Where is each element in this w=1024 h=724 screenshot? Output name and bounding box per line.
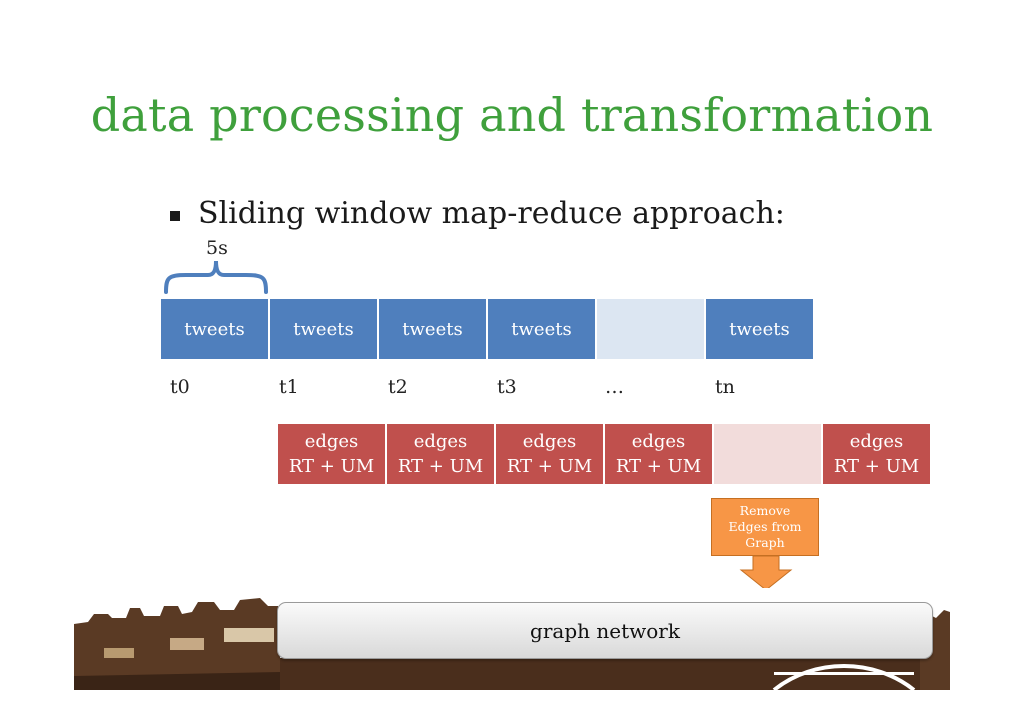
- down-arrow-icon: [739, 556, 793, 591]
- edges-block-title: edges: [413, 431, 468, 452]
- bullet-point: Sliding window map-reduce approach:: [170, 196, 785, 231]
- edges-block-title: edges: [849, 431, 904, 452]
- edges-block-subtitle: RT + UM: [397, 456, 484, 477]
- edges-block-title: edges: [304, 431, 359, 452]
- tweets-block: tweets: [488, 299, 597, 359]
- time-label-t1: t1: [279, 376, 299, 398]
- remove-edges-box: Remove Edges from Graph: [711, 498, 819, 556]
- edges-block-empty: [714, 424, 823, 484]
- edges-block-title: edges: [631, 431, 686, 452]
- remove-box-line: Remove: [739, 503, 791, 518]
- edges-block: edges RT + UM: [823, 424, 932, 484]
- tweets-row: tweets tweets tweets tweets tweets: [161, 299, 815, 359]
- time-label-tn: tn: [715, 376, 735, 398]
- edges-block-subtitle: RT + UM: [288, 456, 375, 477]
- edges-block-subtitle: RT + UM: [506, 456, 593, 477]
- tweets-block: tweets: [161, 299, 270, 359]
- edges-block: edges RT + UM: [278, 424, 387, 484]
- tweets-block: tweets: [706, 299, 815, 359]
- tweets-block-empty: [597, 299, 706, 359]
- remove-box-line: Edges from: [728, 519, 802, 534]
- window-size-label: 5s: [206, 237, 228, 259]
- edges-block-title: edges: [522, 431, 577, 452]
- graph-network-bar: graph network: [277, 602, 933, 659]
- time-label-t2: t2: [388, 376, 408, 398]
- window-brace-icon: [164, 260, 268, 294]
- edges-row: edges RT + UM edges RT + UM edges RT + U…: [278, 424, 932, 484]
- slide-title: data processing and transformation: [90, 88, 934, 142]
- edges-block-subtitle: RT + UM: [615, 456, 702, 477]
- edges-block-subtitle: RT + UM: [833, 456, 920, 477]
- edges-block: edges RT + UM: [496, 424, 605, 484]
- bullet-text: Sliding window map-reduce approach:: [198, 196, 785, 231]
- remove-box-line: Graph: [745, 535, 785, 550]
- tweets-block: tweets: [270, 299, 379, 359]
- time-label-ellipsis: …: [605, 376, 624, 398]
- square-bullet-icon: [170, 210, 180, 221]
- tweets-block: tweets: [379, 299, 488, 359]
- time-label-t0: t0: [170, 376, 190, 398]
- time-label-t3: t3: [497, 376, 517, 398]
- edges-block: edges RT + UM: [387, 424, 496, 484]
- edges-block: edges RT + UM: [605, 424, 714, 484]
